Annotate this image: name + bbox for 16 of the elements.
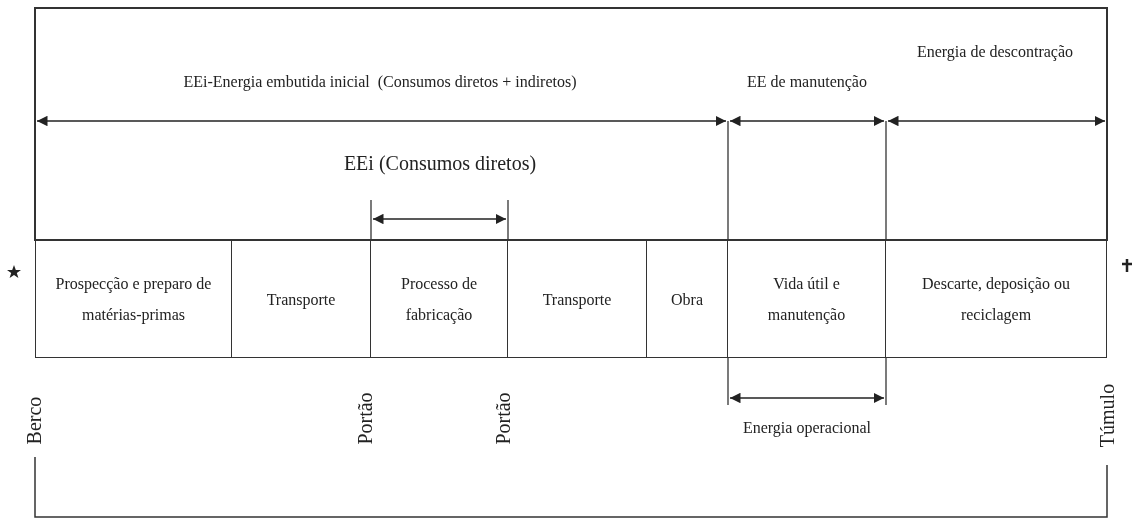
span-label: EE de manutenção bbox=[746, 72, 868, 93]
milestone-label: Berco bbox=[23, 396, 47, 444]
stage-box: Processo de fabricação bbox=[371, 240, 508, 358]
span-label: Energia operacional bbox=[741, 418, 873, 439]
span-label: EEi (Consumos diretos) bbox=[342, 151, 538, 177]
stage-box: Obra bbox=[647, 240, 728, 358]
milestone-label: Portão bbox=[491, 391, 515, 445]
span-label: Energia de descontração bbox=[915, 42, 1075, 63]
stage-box: Vida útil e manutenção bbox=[728, 240, 886, 358]
stage-box: Transporte bbox=[508, 240, 647, 358]
stage-box: Descarte, deposição ou reciclagem bbox=[886, 240, 1107, 358]
milestone-label: Túmulo bbox=[1095, 383, 1119, 447]
stage-box: Prospecção e preparo de matérias-primas bbox=[35, 240, 232, 358]
span-label: EEi-Energia embutida inicial (Consumos diretos + indiretos) bbox=[182, 72, 578, 93]
stage-box: Transporte bbox=[232, 240, 371, 358]
milestone-label: Portão bbox=[353, 391, 377, 445]
